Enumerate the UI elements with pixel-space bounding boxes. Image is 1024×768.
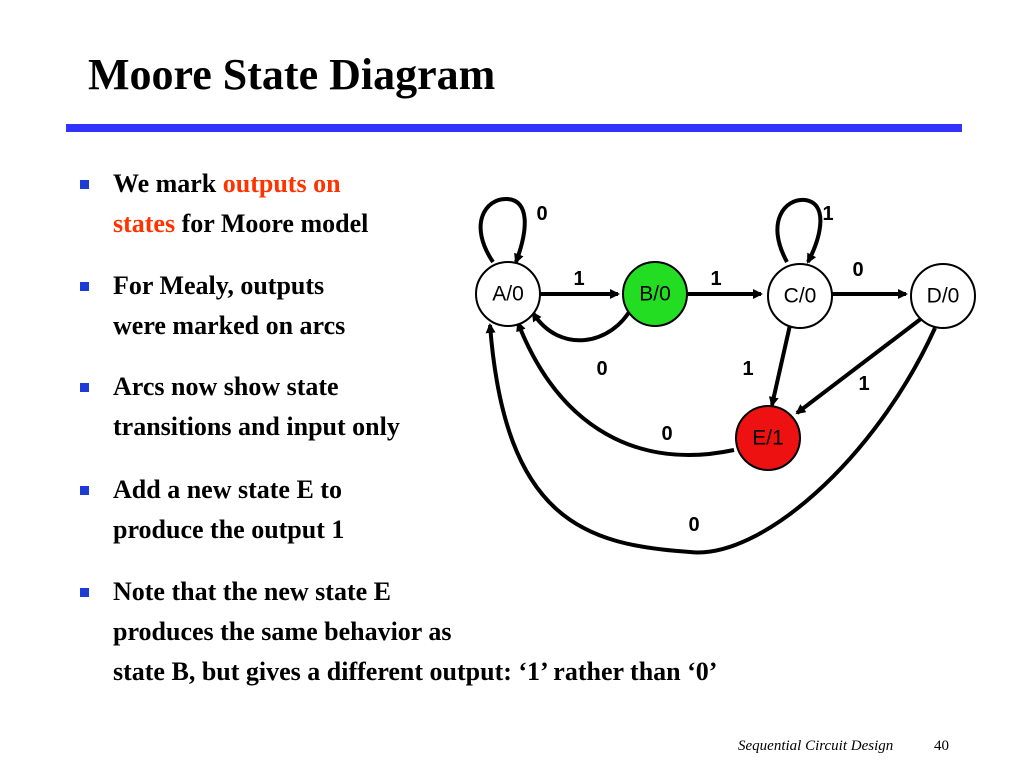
slide-title: Moore State Diagram <box>88 50 496 99</box>
edge-label-e-to-a: 0 <box>661 423 672 445</box>
state-e-label: E/1 <box>752 427 784 450</box>
edge-label-c-to-d: 0 <box>852 259 863 281</box>
transition-b-to-a <box>531 306 634 343</box>
state-c: C/0 <box>767 263 833 329</box>
state-d-label: D/0 <box>927 285 960 308</box>
footer-course-title: Sequential Circuit Design <box>738 738 894 754</box>
state-a: A/0 <box>475 261 541 327</box>
transition-a-self <box>478 196 527 264</box>
edge-label-a-to-b: 1 <box>573 268 584 290</box>
edge-label-b-to-c: 1 <box>710 268 721 290</box>
transition-d-to-a <box>485 323 937 555</box>
title-underline <box>66 124 962 132</box>
state-e: E/1 <box>735 405 801 471</box>
transition-e-to-a <box>516 321 735 457</box>
state-a-label: A/0 <box>492 283 524 306</box>
edge-label-c-self: 1 <box>822 203 833 225</box>
state-b: B/0 <box>622 261 688 327</box>
transition-c-to-e <box>768 324 792 407</box>
state-c-label: C/0 <box>784 285 817 308</box>
edge-label-b-to-a: 0 <box>596 358 607 380</box>
transition-d-to-e <box>795 316 924 415</box>
footer-page-number: 40 <box>934 738 949 754</box>
state-b-label: B/0 <box>639 283 671 306</box>
edge-label-d-to-e: 1 <box>858 373 869 395</box>
transition-c-self <box>775 197 823 264</box>
state-d: D/0 <box>910 263 976 329</box>
edge-label-d-to-a: 0 <box>688 514 699 536</box>
edge-label-c-to-e: 1 <box>742 358 753 380</box>
edge-label-a-self: 0 <box>536 203 547 225</box>
